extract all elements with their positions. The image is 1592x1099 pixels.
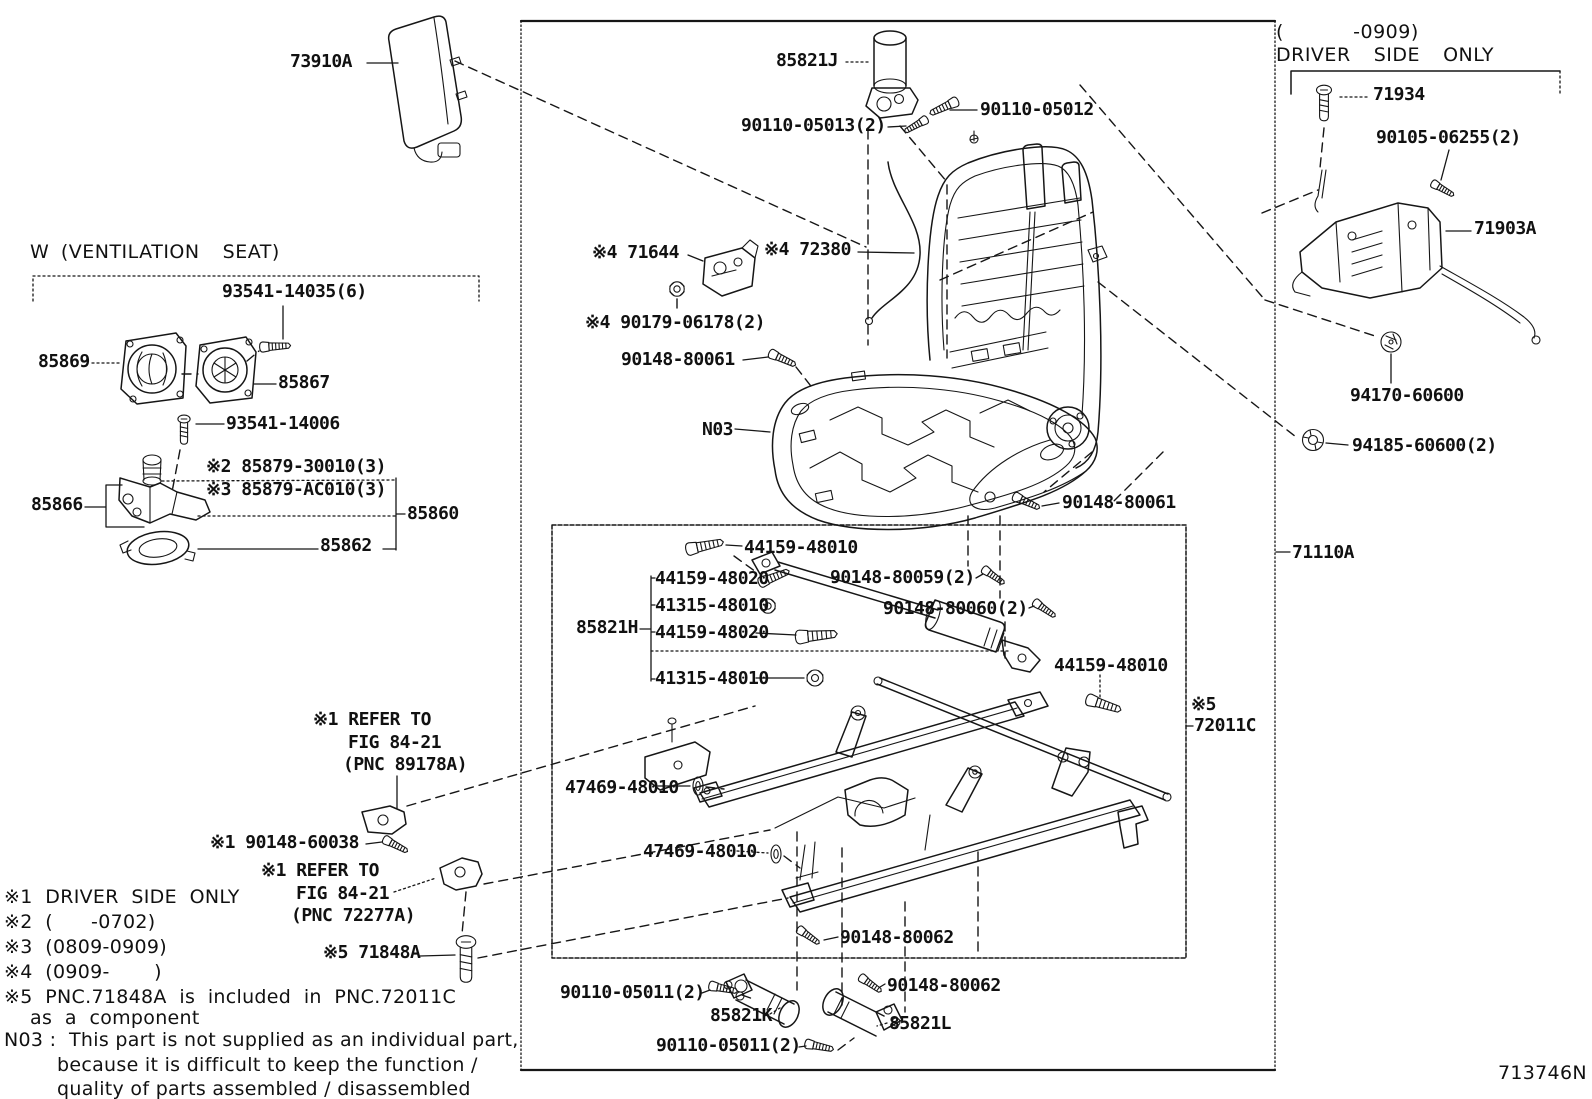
label-refer1-l3: (PNC 89178A) (343, 754, 468, 775)
label-85821l: 85821L (889, 1013, 952, 1034)
label-85866: 85866 (31, 494, 83, 515)
bolt-90148-80061-a (743, 347, 814, 390)
driver-side-section-bracket (1291, 71, 1560, 94)
label-refer2-l1: ※1 REFER TO (261, 860, 379, 881)
label-90179-06178: ※4 90179-06178(2) (585, 312, 765, 333)
label-90110-05011-a: 90110-05011(2) (560, 982, 705, 1003)
label-85879-30010: ※2 85879-30010(3) (206, 456, 386, 477)
screw-71848a-drawing (420, 898, 788, 983)
motor-85821l-drawing (819, 985, 902, 1036)
label-90148-80060: 90148-80060(2) (883, 598, 1028, 619)
label-93541-14035: 93541-14035(6) (222, 281, 367, 302)
label-90148-80059: 90148-80059(2) (830, 567, 975, 588)
bracket-pnc72277a-drawing (394, 830, 770, 934)
bracket-71644-drawing (669, 240, 758, 312)
label-90148-80062-a: 90148-80062 (840, 927, 954, 948)
label-85869: 85869 (38, 351, 90, 372)
label-47469-48010-b: 47469-48010 (643, 841, 757, 862)
footnote-3: ※3 (0809-0909) (4, 936, 167, 958)
driver-side-header-line1: ( -0909) (1276, 21, 1419, 43)
shaft-85821h-drawing (640, 516, 1124, 717)
label-71110a: 71110A (1292, 542, 1355, 563)
label-44159-48020-b: 44159-48020 (655, 622, 769, 643)
bottom-fasteners (702, 924, 885, 1055)
grommet-94170-drawing (1080, 85, 1402, 383)
label-71848a: ※5 71848A (323, 942, 421, 963)
label-44159-48010-b: 44159-48010 (1054, 655, 1168, 676)
rail-assembly-72011c-drawing (645, 677, 1171, 1012)
cable-72380-drawing (858, 162, 920, 325)
vent-fan-85867-drawing (182, 337, 276, 403)
footnote-n03-line1: N03 : This part is not supplied as an in… (4, 1029, 519, 1051)
vent-screw-93541-14035-drawing (247, 306, 292, 361)
cushion-frame-n03-drawing (735, 371, 1097, 529)
label-85821j: 85821J (776, 50, 839, 71)
label-90148-80061-b: 90148-80061 (1062, 492, 1176, 513)
latch-71903a-drawing (1262, 84, 1540, 344)
footnote-1: ※1 DRIVER SIDE ONLY (4, 886, 240, 908)
label-refer2-l2: FIG 84-21 (296, 883, 390, 904)
label-41315-48010-a: 41315-48010 (655, 595, 769, 616)
adjuster-sub-box (552, 525, 1186, 958)
label-refer1-l2: FIG 84-21 (348, 732, 442, 753)
ring-47469-a (658, 776, 724, 796)
label-note5-mark: ※5 (1191, 694, 1216, 715)
label-44159-48020-a: 44159-48020 (655, 568, 769, 589)
label-90110-05013: 90110-05013(2) (741, 115, 886, 136)
vent-screw-93541-14006-drawing (172, 414, 224, 492)
screw-90148-60038-drawing (366, 834, 411, 856)
label-85867: 85867 (278, 372, 330, 393)
label-41315-48010-b: 41315-48010 (655, 668, 769, 689)
label-90110-05012: 90110-05012 (980, 99, 1094, 120)
label-71934: 71934 (1373, 84, 1425, 105)
label-85821h: 85821H (576, 617, 639, 638)
label-90110-05011-b: 90110-05011(2) (656, 1035, 801, 1056)
ventilation-section-header: W (VENTILATION SEAT) (30, 241, 280, 263)
label-85821k: 85821K (710, 1005, 773, 1026)
ventilation-section-bracket (33, 276, 479, 301)
label-85860: 85860 (407, 503, 459, 524)
label-44159-48010-a: 44159-48010 (744, 537, 858, 558)
label-71644: ※4 71644 (592, 242, 679, 263)
label-93541-14006: 93541-14006 (226, 413, 340, 434)
label-refer2-l3: (PNC 72277A) (291, 905, 416, 926)
footnote-5b: as a component (30, 1007, 200, 1029)
clip-94185-drawing (1098, 282, 1348, 452)
label-refer1-l1: ※1 REFER TO (313, 709, 431, 730)
label-90148-80062-b: 90148-80062 (887, 975, 1001, 996)
ring-47469-b (737, 844, 800, 868)
vent-fan-85869-drawing (92, 333, 186, 404)
label-71903a: 71903A (1474, 218, 1537, 239)
label-73910a: 73910A (290, 51, 353, 72)
label-85862: 85862 (320, 535, 372, 556)
bolt-90148-80061-b (1010, 452, 1163, 513)
figure-code: 713746N (1498, 1062, 1587, 1084)
footnote-n03-line2: because it is difficult to keep the func… (57, 1054, 478, 1076)
airbag-73910a-drawing (367, 16, 866, 247)
label-47469-48010-a: 47469-48010 (565, 777, 679, 798)
label-72011c: 72011C (1194, 715, 1257, 736)
label-n03: N03 (702, 419, 734, 440)
seatback-frame-drawing (927, 131, 1107, 468)
label-94170-60600: 94170-60600 (1350, 385, 1464, 406)
label-72380: ※4 72380 (764, 239, 851, 260)
vent-pump-85866-85860-85862-drawing (85, 455, 405, 568)
label-90148-60038: ※1 90148-60038 (210, 832, 359, 853)
label-90148-80061-a: 90148-80061 (621, 349, 735, 370)
driver-side-header-line2: DRIVER SIDE ONLY (1276, 44, 1494, 66)
footnote-4: ※4 (0909- ) (4, 961, 162, 983)
motor-85821j-drawing (846, 31, 977, 358)
footnote-n03-line3: quality of parts assembled / disassemble… (57, 1078, 471, 1099)
main-assembly-box (521, 21, 1275, 1070)
footnote-5a: ※5 PNC.71848A is included in PNC.72011C (4, 986, 457, 1008)
label-85879-ac010: ※3 85879-AC010(3) (206, 479, 386, 500)
sensor-pnc89178a-drawing (362, 706, 755, 834)
label-90105-06255: 90105-06255(2) (1376, 127, 1521, 148)
footnote-2: ※2 ( -0702) (4, 911, 156, 933)
label-94185-60600: 94185-60600(2) (1352, 435, 1497, 456)
